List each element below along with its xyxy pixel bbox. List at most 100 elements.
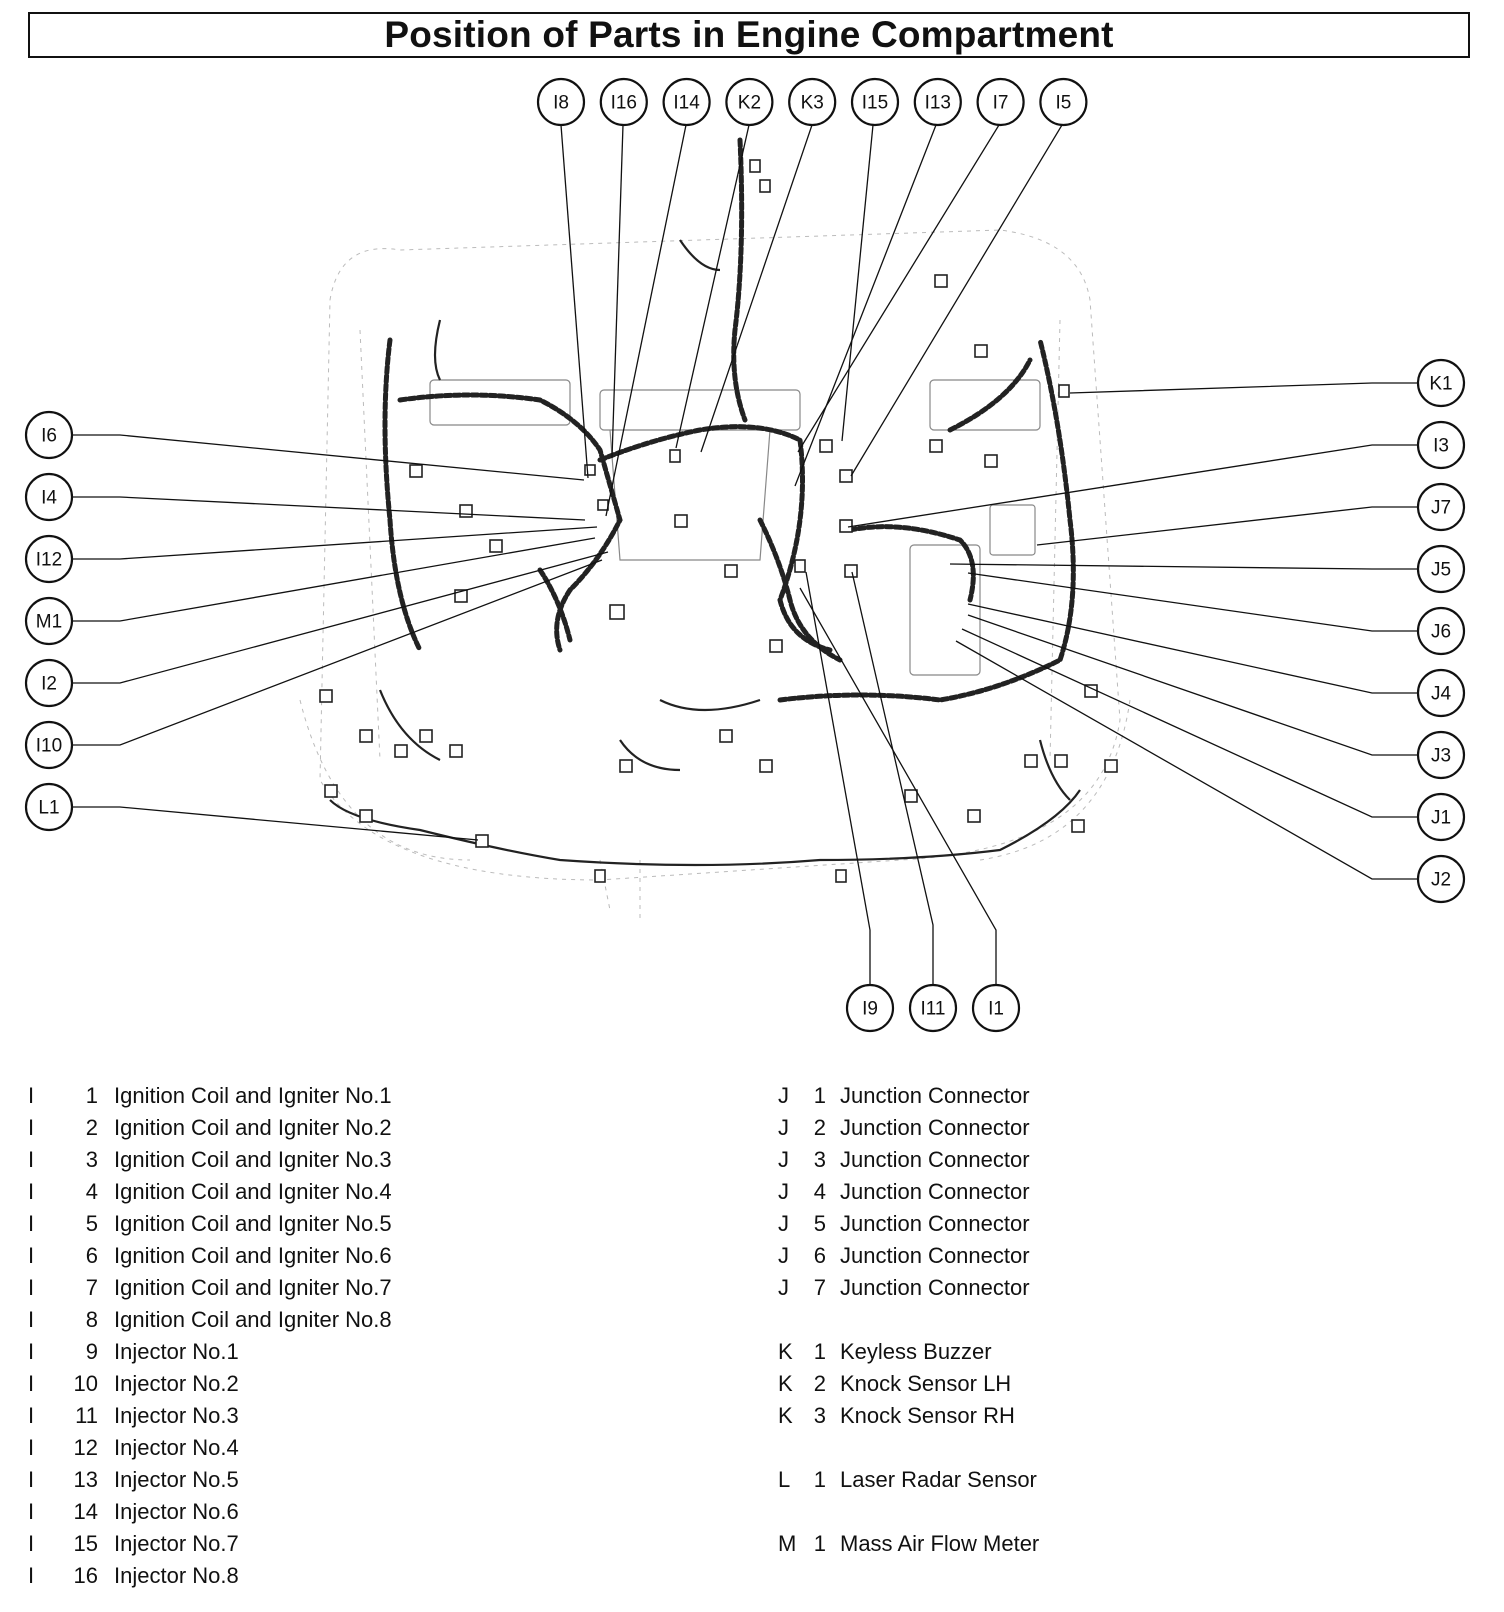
- legend-number: 3: [813, 1403, 826, 1428]
- legend-item: I 4 Ignition Coil and Igniter No.4: [28, 1176, 588, 1208]
- callout-i7: I7: [976, 77, 1025, 127]
- legend-prefix: K: [778, 1371, 793, 1396]
- legend-name: Mass Air Flow Meter: [840, 1531, 1040, 1556]
- legend-number: 2: [85, 1115, 98, 1140]
- legend-number: 11: [75, 1403, 98, 1428]
- legend-number: 2: [813, 1115, 826, 1140]
- legend-name: Ignition Coil and Igniter No.5: [114, 1211, 392, 1236]
- legend-prefix: I: [28, 1115, 35, 1140]
- callout-label: J2: [1431, 870, 1451, 891]
- legend-prefix: I: [28, 1371, 35, 1396]
- legend-number: 1: [813, 1339, 826, 1364]
- wiring-harness-thin: [329, 239, 1081, 867]
- callout-label: J4: [1431, 684, 1452, 705]
- callout-i9: I9: [845, 983, 895, 1033]
- legend-prefix: I: [28, 1531, 35, 1556]
- legend-gap: [778, 1432, 1258, 1464]
- legend-name: Injector No.8: [114, 1563, 239, 1588]
- callout-label: J5: [1431, 560, 1451, 581]
- callout-k1: K1: [1416, 358, 1466, 408]
- callout-m1: M1: [24, 596, 74, 646]
- legend-prefix: I: [28, 1435, 35, 1460]
- legend-prefix: J: [778, 1211, 789, 1236]
- legend-name: Ignition Coil and Igniter No.1: [114, 1083, 392, 1108]
- callout-label: I12: [36, 550, 62, 571]
- legend-prefix: I: [28, 1211, 35, 1236]
- legend-number: 8: [85, 1307, 98, 1332]
- legend-name: Laser Radar Sensor: [840, 1467, 1037, 1492]
- callout-j4: J4: [1416, 668, 1466, 718]
- callout-i11: I11: [908, 983, 958, 1033]
- callout-j7: J7: [1416, 482, 1466, 532]
- legend-name: Junction Connector: [840, 1243, 1030, 1268]
- legend-prefix: J: [778, 1275, 789, 1300]
- leader-lines: [72, 124, 1418, 985]
- callout-label: K2: [738, 93, 761, 114]
- legend-name: Keyless Buzzer: [840, 1339, 992, 1364]
- callout-j1: J1: [1416, 792, 1466, 842]
- callout-label: I8: [553, 93, 569, 114]
- legend-name: Knock Sensor LH: [840, 1371, 1012, 1396]
- callout-i14: I14: [662, 77, 711, 127]
- legend-number: 16: [73, 1563, 98, 1588]
- connectors: [319, 159, 1118, 883]
- legend-name: Junction Connector: [840, 1179, 1030, 1204]
- callout-i10: I10: [24, 720, 74, 770]
- legend-name: Injector No.2: [114, 1371, 239, 1396]
- legend-name: Ignition Coil and Igniter No.6: [114, 1243, 392, 1268]
- callout-label: I3: [1433, 436, 1449, 457]
- legend-prefix: I: [28, 1179, 35, 1204]
- callout-j2: J2: [1416, 854, 1466, 904]
- legend-number: 4: [85, 1179, 98, 1204]
- callout-i13: I13: [913, 77, 962, 127]
- callout-label: M1: [36, 612, 62, 633]
- legend-prefix: I: [28, 1563, 35, 1588]
- callout-label: J7: [1431, 498, 1451, 519]
- legend-item: I 16 Injector No.8: [28, 1560, 588, 1592]
- legend-item: I 2 Ignition Coil and Igniter No.2: [28, 1112, 588, 1144]
- legend-name: Ignition Coil and Igniter No.4: [114, 1179, 392, 1204]
- callout-label: J1: [1431, 808, 1451, 829]
- legend-name: Ignition Coil and Igniter No.8: [114, 1307, 392, 1332]
- callout-label: I4: [41, 488, 57, 509]
- callout-label: I7: [993, 93, 1009, 114]
- legend-name: Ignition Coil and Igniter No.2: [114, 1115, 392, 1140]
- legend-number: 7: [85, 1275, 98, 1300]
- legend-number: 1: [813, 1531, 826, 1556]
- legend-name: Junction Connector: [840, 1211, 1030, 1236]
- legend-prefix: J: [778, 1147, 789, 1172]
- callout-i4: I4: [24, 472, 74, 522]
- legend-name: Injector No.3: [114, 1403, 239, 1428]
- legend-name: Injector No.6: [114, 1499, 239, 1524]
- legend-name: Ignition Coil and Igniter No.7: [114, 1275, 392, 1300]
- callout-j5: J5: [1416, 544, 1466, 594]
- legend-prefix: J: [778, 1083, 789, 1108]
- legend-name: Injector No.4: [114, 1435, 239, 1460]
- legend-name: Injector No.5: [114, 1467, 239, 1492]
- legend-number: 14: [73, 1499, 98, 1524]
- callout-label: I15: [862, 93, 888, 114]
- callout-i16: I16: [599, 77, 648, 127]
- legend-name: Knock Sensor RH: [840, 1403, 1015, 1428]
- callout-i2: I2: [24, 658, 74, 708]
- legend-gap: [778, 1304, 1258, 1336]
- callout-label: K1: [1429, 374, 1452, 395]
- callout-label: I16: [611, 93, 637, 114]
- legend-prefix: I: [28, 1307, 35, 1332]
- legend-number: 1: [813, 1467, 826, 1492]
